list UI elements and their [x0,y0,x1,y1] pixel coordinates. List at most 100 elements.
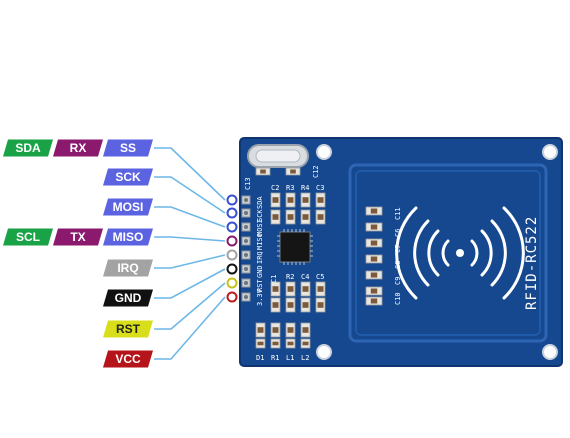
pin-wire [154,255,225,268]
label-l2: L2 [301,354,309,362]
smd-part [366,287,382,295]
smd-part [271,323,280,337]
smd-part [271,193,280,207]
pin-wire [154,148,225,200]
header-pin-hole [244,198,248,202]
smd-part [316,282,325,296]
pin-tag-irq: IRQ [103,260,153,277]
pin-wire [154,207,225,227]
mount-hole-br [543,345,557,359]
smd-part [366,297,382,305]
pin-ring [228,265,237,274]
smd-part [366,239,382,247]
pin-tag-rx: RX [53,140,103,157]
wire-layer [154,148,237,359]
label-c13: C13 [244,177,252,190]
label-c3: C3 [316,184,324,192]
pin-ring [228,223,237,232]
smd-part [256,323,265,337]
smd-part [301,339,310,348]
header-pin-hole [244,225,248,229]
label-r4: R4 [301,184,309,192]
smd-part [316,298,325,312]
pin-tag-text: SCK [115,170,141,184]
pin-tag-miso: MISO [103,229,153,246]
smd-part [271,282,280,296]
smd-part [366,255,382,263]
smd-part [301,282,310,296]
smd-part [366,207,382,215]
smd-part [301,323,310,337]
smd-part [286,298,295,312]
header-silk-miso: MISO [256,233,264,250]
pin-tag-text: RST [116,322,141,336]
pin-wire [154,297,225,359]
smd-part [286,339,295,348]
pin-tag-text: GND [115,291,142,305]
mount-hole-tr [543,145,557,159]
pin-tag-ss: SS [103,140,153,157]
pin-tag-sda: SDA [3,140,53,157]
smd-part [316,210,325,224]
rfid-board: C13 C2 R3 R4 C3 C12 C1 R2 C4 C5 D1 R1 L1… [240,138,562,366]
header-silk-gnd: GND [256,265,264,278]
label-l1: L1 [286,354,294,362]
pin-tag-scl: SCL [3,229,53,246]
smd-part [301,193,310,207]
smd-part [286,282,295,296]
label-d1: D1 [256,354,264,362]
header-pin-hole [244,239,248,243]
pin-tag-text: SDA [15,141,41,155]
smd-part [286,210,295,224]
label-c2: C2 [271,184,279,192]
pin-tag-text: MOSI [113,200,144,214]
header-silk-irq: IRQ [256,251,264,264]
label-r2: R2 [286,273,294,281]
smd-part [286,168,300,175]
smd-part [271,210,280,224]
pin-ring [228,196,237,205]
label-c12: C12 [312,165,320,178]
mount-hole-tl [317,145,331,159]
label-c4: C4 [301,273,309,281]
smd-part [271,298,280,312]
pin-tag-vcc: VCC [103,351,153,368]
pin-ring [228,279,237,288]
pin-label-layer: SDA RX SS SCK MOSI SCL TX MISO IRQ GND RST VCC [3,140,153,368]
smd-part [301,298,310,312]
pin-tag-text: VCC [115,352,141,366]
pin-tag-text: SCL [16,230,40,244]
smd-part [301,210,310,224]
pin-ring [228,209,237,218]
header-silk-33v: 3.3V [256,288,264,306]
pin-tag-sck: SCK [103,169,153,186]
label-r1: R1 [271,354,279,362]
smd-part [271,339,280,348]
pin-ring [228,237,237,246]
pin-tag-text: RX [70,141,87,155]
smd-part [366,271,382,279]
smd-part [256,168,270,175]
mount-hole-bl [317,345,331,359]
header-silk-sda: SDA [256,196,264,209]
pin-wire [154,283,225,329]
mfrc522-chip [277,229,313,265]
smd-part [286,323,295,337]
header-pin-hole [244,295,248,299]
pin-tag-text: SS [120,141,136,155]
pin-wire [154,269,225,298]
pin-wire [154,237,225,241]
pin-tag-tx: TX [53,229,103,246]
header-pin-hole [244,253,248,257]
smd-part [316,193,325,207]
pin-tag-mosi: MOSI [103,199,153,216]
header-pin-hole [244,211,248,215]
pin-tag-text: MISO [113,230,144,244]
header-pin-hole [244,281,248,285]
smd-part [366,223,382,231]
pin-ring [228,251,237,260]
header-pin-hole [244,267,248,271]
board-model-label: RFID-RC522 [524,216,540,310]
